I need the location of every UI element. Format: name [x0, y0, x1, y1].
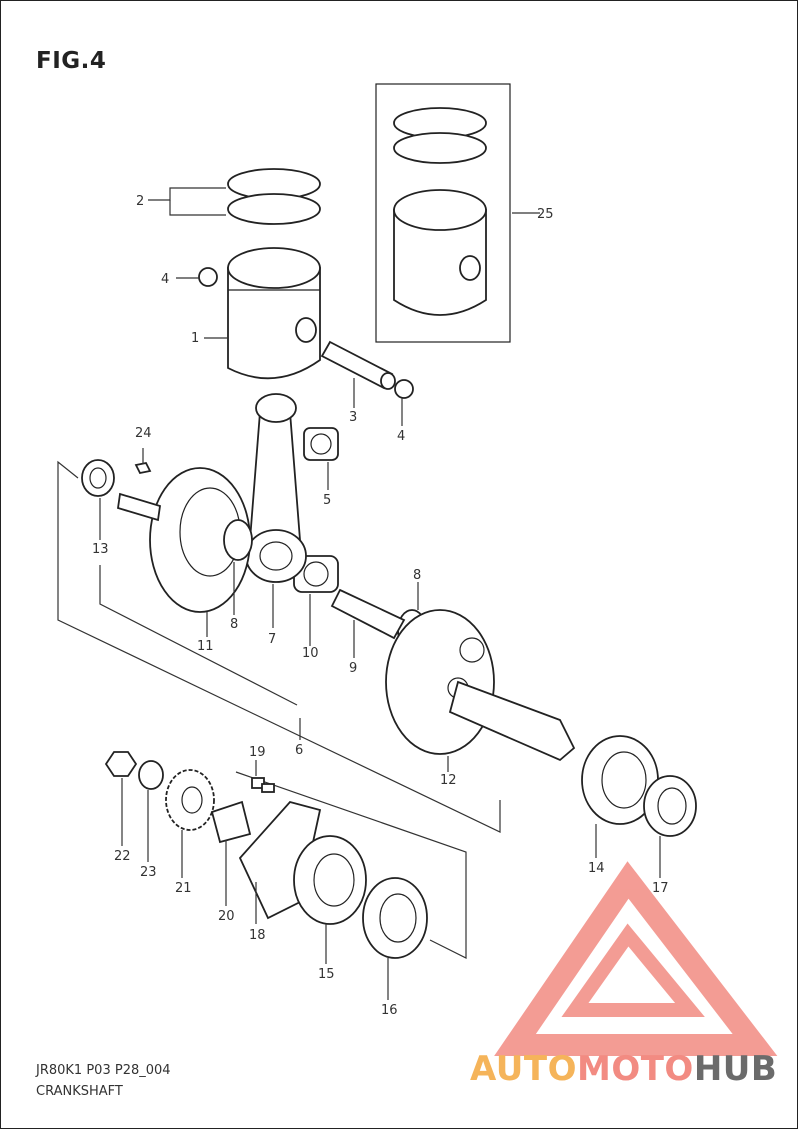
piston-rings [227, 168, 321, 225]
callout-14: 14 [588, 861, 605, 876]
crank-web-right [385, 609, 576, 762]
callout-22: 22 [114, 849, 131, 864]
callout-8b: 8 [413, 568, 421, 583]
nut [104, 751, 138, 777]
callout-2: 2 [136, 194, 144, 209]
callout-20: 20 [218, 909, 235, 924]
oil-seal-right [643, 775, 697, 837]
callout-16: 16 [381, 1003, 398, 1018]
leader-lines [99, 187, 661, 1000]
callout-9: 9 [349, 661, 357, 676]
bearing-left [293, 835, 367, 925]
figure-code: JR80K1 P03 P28_004 [36, 1063, 171, 1078]
callout-5: 5 [323, 493, 331, 508]
callout-13: 13 [92, 542, 109, 557]
callout-3: 3 [349, 410, 357, 425]
woodruff-key [134, 461, 152, 475]
piston [227, 247, 321, 380]
callout-4b: 4 [397, 429, 405, 444]
piston-set-inset [393, 107, 487, 316]
watermark-text: AUTOMOTOHUB [470, 1049, 777, 1089]
connecting-rod [245, 393, 307, 583]
bolt [251, 777, 275, 793]
callout-12: 12 [440, 773, 457, 788]
callout-19: 19 [249, 745, 266, 760]
callout-11: 11 [197, 639, 214, 654]
callout-10: 10 [302, 646, 319, 661]
callout-17: 17 [652, 881, 669, 896]
spacer [210, 800, 252, 844]
callout-6: 6 [295, 743, 303, 758]
callout-4a: 4 [161, 272, 169, 287]
primary-drive-gear [165, 769, 215, 831]
piston-pin [320, 340, 396, 390]
needle-bearing-small-end [303, 427, 339, 461]
callout-7: 7 [268, 632, 276, 647]
crank-web-left [116, 467, 251, 613]
bracket-13 [99, 565, 298, 706]
oil-seal-left [81, 459, 115, 497]
washer [138, 760, 164, 790]
crank-pin [330, 588, 406, 640]
callout-labels: 1 2 3 4 4 5 6 7 8 8 9 10 11 12 13 14 15 … [92, 194, 669, 1018]
figure-name: CRANKSHAFT [36, 1084, 123, 1099]
callout-8a: 8 [230, 617, 238, 632]
oil-seal-lower [362, 877, 428, 959]
thrust-washer [223, 519, 253, 561]
watermark-mark [494, 861, 778, 1056]
piston-pin-clip [394, 379, 414, 399]
callout-25: 25 [537, 207, 554, 222]
callout-1: 1 [191, 331, 199, 346]
callout-24: 24 [135, 426, 152, 441]
callout-21: 21 [175, 881, 192, 896]
callout-23: 23 [140, 865, 157, 880]
figure-title: FIG.4 [36, 48, 107, 74]
callout-15: 15 [318, 967, 335, 982]
inset-box-25 [375, 83, 511, 343]
piston-pin-clip [198, 267, 218, 287]
bracket-lower [235, 771, 467, 959]
bracket-crank-assembly [57, 460, 501, 833]
callout-18: 18 [249, 928, 266, 943]
